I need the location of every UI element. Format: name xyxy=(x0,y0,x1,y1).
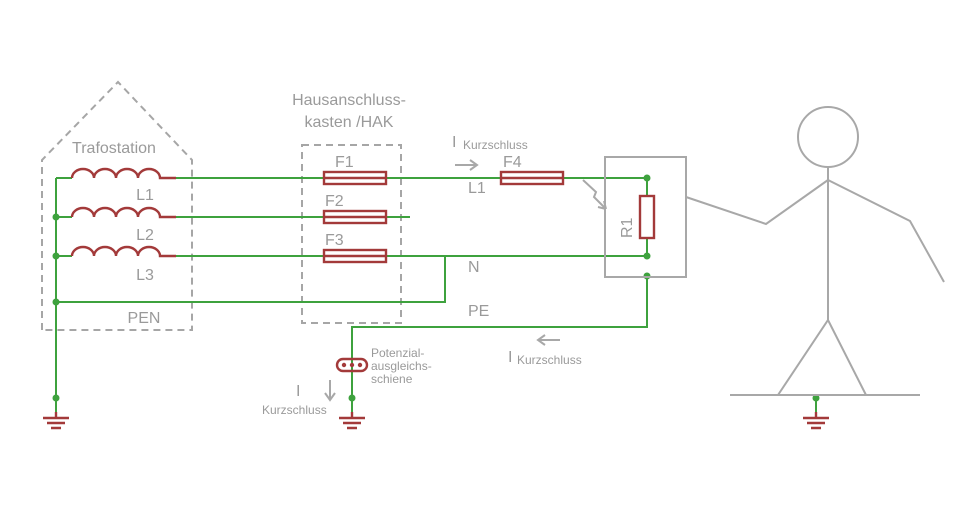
arrow-left-icon xyxy=(536,334,560,346)
hak-label-line1: Hausanschluss- xyxy=(292,92,406,109)
current-symbol-top: I xyxy=(452,134,456,151)
coil-l3 xyxy=(70,245,176,258)
person-figure xyxy=(685,106,945,396)
appliance-housing xyxy=(604,156,687,278)
arrow-right-icon xyxy=(455,159,479,171)
wire-pen xyxy=(56,256,446,303)
earth-symbols xyxy=(43,412,829,430)
bar-terminal xyxy=(357,362,363,368)
person-legs xyxy=(777,318,867,396)
pe-label: PE xyxy=(468,303,489,320)
pa-label-line2: ausgleichs- xyxy=(371,359,432,373)
earth-icon xyxy=(43,412,69,430)
hak-label-line2: kasten /HAK xyxy=(305,114,394,131)
coil-l2 xyxy=(70,206,176,219)
coil-l1 xyxy=(70,167,176,180)
l1-feed-label: L1 xyxy=(468,180,486,197)
junction-dot xyxy=(52,394,60,402)
pa-label-line3: schiene xyxy=(371,372,413,386)
equipotential-bar xyxy=(335,357,369,373)
fault-arrow-icon xyxy=(582,179,607,210)
person-right-arm xyxy=(827,179,945,283)
junction-dot xyxy=(52,252,60,260)
junction-dot xyxy=(643,174,651,182)
earth-icon xyxy=(803,412,829,430)
hak-outline xyxy=(301,144,402,324)
current-symbol-left: I xyxy=(296,383,300,400)
earth-icon xyxy=(339,412,365,430)
junction-dot xyxy=(348,394,356,402)
fuses-hak xyxy=(322,170,388,264)
transformer-coils xyxy=(70,167,176,258)
r1-label: R1 xyxy=(619,217,636,238)
junction-dot xyxy=(52,213,60,221)
bar-terminal xyxy=(349,362,355,368)
l3-label: L3 xyxy=(136,267,154,284)
current-sub-top: Kurzschluss xyxy=(463,138,528,152)
trafostation-outline xyxy=(41,80,193,331)
resistor-r1 xyxy=(638,194,656,240)
junction-dot xyxy=(812,394,820,402)
arrow-down-icon xyxy=(324,380,336,402)
current-sub-bottom: Kurzschluss xyxy=(517,353,582,367)
junctions xyxy=(52,174,820,402)
f4-label: F4 xyxy=(503,154,522,171)
f1-label: F1 xyxy=(335,154,354,171)
person-head xyxy=(797,106,859,168)
bar-terminal xyxy=(341,362,347,368)
l1-label: L1 xyxy=(136,187,154,204)
pen-label: PEN xyxy=(128,310,161,327)
junction-dot xyxy=(52,298,60,306)
f2-label: F2 xyxy=(325,193,344,210)
person-left-arm xyxy=(685,179,829,226)
l2-label: L2 xyxy=(136,227,154,244)
n-label: N xyxy=(468,259,480,276)
wire-pe xyxy=(351,276,648,412)
current-sub-left: Kurzschluss xyxy=(262,403,327,417)
trafostation-label: Trafostation xyxy=(72,140,156,157)
wiring xyxy=(55,177,817,412)
current-symbol-bottom: I xyxy=(508,349,512,366)
junction-dot xyxy=(643,252,651,260)
pa-label-line1: Potenzial- xyxy=(371,346,424,360)
f3-label: F3 xyxy=(325,232,344,249)
